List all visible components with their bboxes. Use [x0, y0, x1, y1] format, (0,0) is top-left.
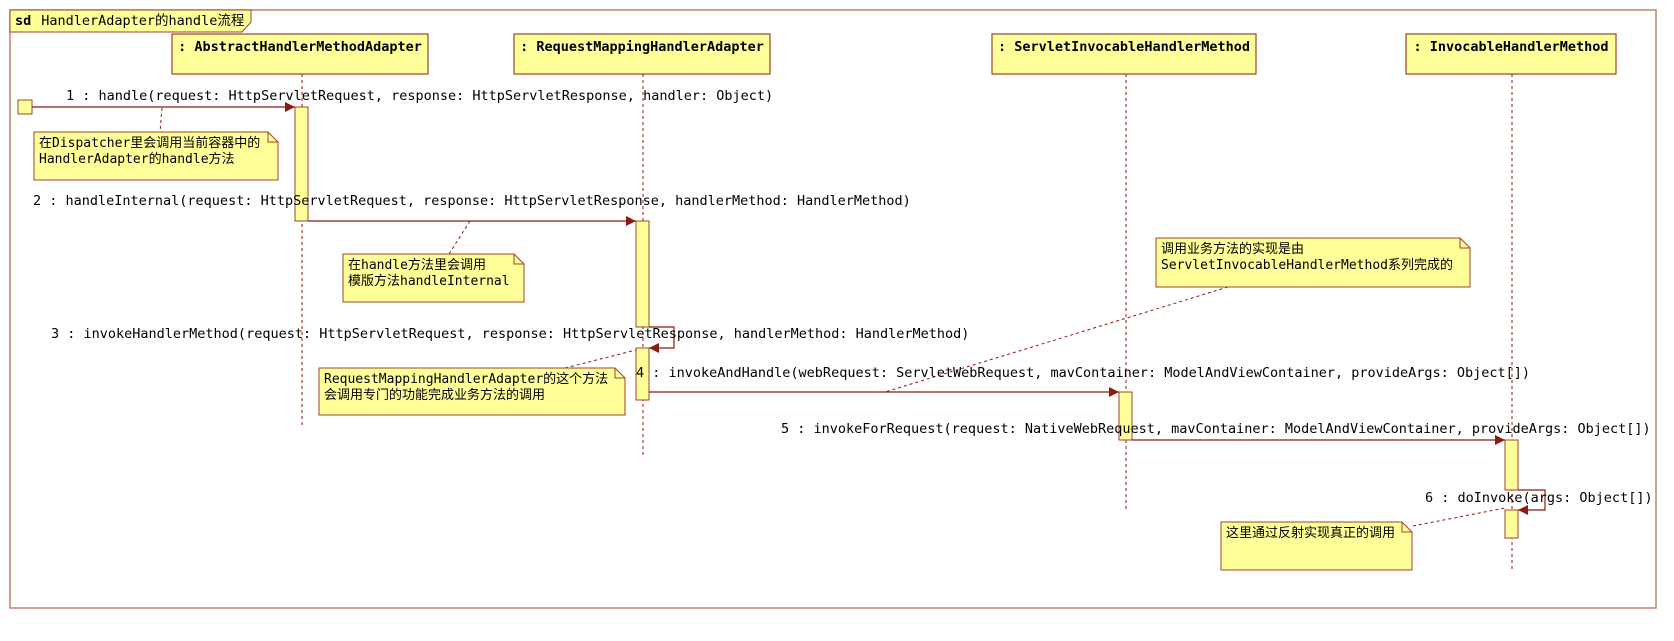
note-line: HandlerAdapter的handle方法: [39, 151, 235, 167]
note-connector: [1412, 507, 1506, 527]
note-request-mapping: RequestMappingHandlerAdapter的这个方法 会调用专门的…: [318, 367, 626, 416]
note-line: 在handle方法里会调用: [348, 257, 486, 273]
frame-border: [9, 9, 1657, 609]
lifeline-servlet-invocable-handler-method[interactable]: : ServletInvocableHandlerMethod: [991, 33, 1257, 510]
note-line: 会调用专门的功能完成业务方法的调用: [324, 387, 545, 403]
note-line: RequestMappingHandlerAdapter的这个方法: [324, 371, 608, 387]
note-line: ServletInvocableHandlerMethod系列完成的: [1161, 257, 1453, 273]
lifeline-invocable-handler-method[interactable]: : InvocableHandlerMethod: [1405, 33, 1617, 570]
lifeline-label: : AbstractHandlerMethodAdapter: [178, 39, 422, 55]
activation-bar: [1504, 509, 1519, 539]
message-3[interactable]: 3 : invokeHandlerMethod(request: HttpSer…: [51, 326, 969, 353]
lifeline-label: : ServletInvocableHandlerMethod: [998, 39, 1250, 55]
message-label: 6 : doInvoke(args: Object[]): [1425, 490, 1653, 506]
message-label: 5 : invokeForRequest(request: NativeWebR…: [781, 421, 1651, 437]
lifeline-label: : RequestMappingHandlerAdapter: [520, 39, 764, 55]
frame-title: HandlerAdapter的handle流程: [41, 13, 244, 29]
activation-bar: [294, 106, 309, 222]
message-label: 1 : handle(request: HttpServletRequest, …: [66, 88, 773, 104]
svg-text:sd HandlerAdapter的handle流程: sd HandlerAdapter的handle流程: [15, 12, 244, 29]
activation-bar: [635, 220, 650, 328]
frame-keyword: sd: [15, 13, 31, 29]
message-label: 4 : invokeAndHandle(webRequest: ServletW…: [636, 365, 1530, 381]
note-handle-internal: 在handle方法里会调用 模版方法handleInternal: [342, 253, 525, 303]
activation-bar: [635, 347, 650, 401]
activation-bar: [1504, 439, 1519, 491]
lifeline-request-mapping-handler-adapter[interactable]: : RequestMappingHandlerAdapter: [513, 33, 771, 455]
message-label: 2 : handleInternal(request: HttpServletR…: [33, 193, 911, 209]
note-line: 模版方法handleInternal: [348, 273, 510, 289]
note-line: 在Dispatcher里会调用当前容器中的: [39, 135, 260, 151]
note-connector: [564, 349, 637, 369]
lifeline-abstract-handler-method-adapter[interactable]: : AbstractHandlerMethodAdapter: [171, 33, 429, 425]
note-servlet-invocable: 调用业务方法的实现是由 ServletInvocableHandlerMetho…: [1155, 237, 1471, 288]
message-4[interactable]: 4 : invokeAndHandle(webRequest: ServletW…: [636, 365, 1530, 397]
note-reflection: 这里通过反射实现真正的调用: [1220, 521, 1413, 571]
note-connector: [448, 220, 471, 255]
note-line: 调用业务方法的实现是由: [1161, 241, 1304, 257]
message-label: 3 : invokeHandlerMethod(request: HttpSer…: [51, 326, 969, 342]
message-2[interactable]: 2 : handleInternal(request: HttpServletR…: [33, 193, 911, 226]
note-dispatcher: 在Dispatcher里会调用当前容器中的 HandlerAdapter的han…: [33, 131, 279, 181]
found-message-start: [17, 99, 33, 115]
message-5[interactable]: 5 : invokeForRequest(request: NativeWebR…: [781, 421, 1651, 445]
lifeline-label: : InvocableHandlerMethod: [1413, 39, 1608, 55]
note-line: 这里通过反射实现真正的调用: [1226, 525, 1395, 541]
frame-tab: [9, 9, 252, 33]
message-1[interactable]: 1 : handle(request: HttpServletRequest, …: [32, 88, 773, 112]
message-6[interactable]: 6 : doInvoke(args: Object[]): [1425, 489, 1653, 515]
note-connector: [159, 107, 163, 133]
activation-bar: [1118, 391, 1133, 441]
